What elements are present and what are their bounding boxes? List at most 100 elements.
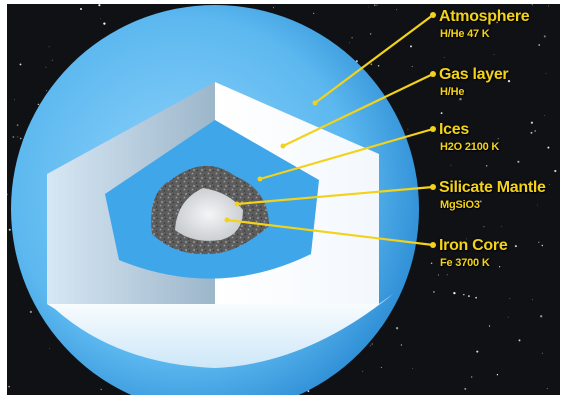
star bbox=[349, 42, 350, 44]
star bbox=[407, 128, 409, 130]
star bbox=[49, 348, 51, 349]
label-atmosphere-detail: H/He 47 K bbox=[440, 28, 490, 40]
star bbox=[369, 33, 372, 35]
star bbox=[465, 73, 467, 75]
star bbox=[479, 200, 482, 203]
label-ices: Ices bbox=[439, 121, 469, 138]
star bbox=[45, 90, 47, 92]
star bbox=[12, 136, 15, 138]
star bbox=[355, 60, 358, 63]
star bbox=[370, 63, 373, 66]
star bbox=[16, 124, 19, 126]
star bbox=[541, 244, 544, 247]
star bbox=[543, 35, 546, 38]
leader-line-silicate-mantle bbox=[236, 185, 434, 206]
star bbox=[444, 12, 446, 15]
star bbox=[19, 137, 22, 140]
leader-lines bbox=[226, 14, 434, 247]
star bbox=[432, 290, 435, 293]
star bbox=[538, 241, 540, 243]
star bbox=[103, 22, 106, 25]
star bbox=[37, 103, 40, 106]
star bbox=[544, 115, 546, 116]
star bbox=[509, 298, 511, 299]
star bbox=[370, 345, 372, 347]
star bbox=[486, 165, 488, 167]
iron-core-layer bbox=[175, 188, 243, 241]
star bbox=[273, 7, 275, 9]
star bbox=[549, 184, 550, 185]
star bbox=[400, 344, 403, 346]
star bbox=[547, 146, 550, 149]
star bbox=[463, 293, 465, 296]
star bbox=[507, 79, 511, 83]
star bbox=[538, 44, 540, 46]
star bbox=[396, 9, 398, 11]
star bbox=[374, 4, 376, 6]
star bbox=[497, 138, 499, 140]
star bbox=[45, 66, 47, 68]
label-iron-core-detail: Fe 3700 K bbox=[440, 257, 490, 269]
star bbox=[98, 4, 101, 7]
leader-line-gas-layer bbox=[282, 73, 434, 147]
star bbox=[48, 46, 50, 48]
star bbox=[545, 73, 547, 74]
star bbox=[430, 262, 433, 265]
star bbox=[493, 241, 495, 243]
star bbox=[554, 169, 557, 173]
star bbox=[498, 266, 501, 268]
star bbox=[546, 388, 548, 390]
star bbox=[19, 63, 22, 66]
star bbox=[80, 8, 82, 10]
star bbox=[475, 296, 477, 299]
star bbox=[307, 390, 310, 392]
star bbox=[29, 310, 33, 314]
star bbox=[530, 131, 533, 134]
diagram-panel: Atmosphere H/He 47 K Gas layer H/He Ices… bbox=[7, 4, 560, 395]
label-atmosphere: Atmosphere bbox=[439, 8, 530, 25]
star bbox=[437, 274, 439, 276]
star bbox=[531, 4, 533, 6]
star bbox=[532, 299, 533, 301]
star bbox=[476, 15, 478, 17]
star bbox=[446, 274, 448, 276]
star bbox=[471, 376, 473, 378]
label-ices-detail: H2O 2100 K bbox=[440, 141, 500, 153]
star bbox=[488, 325, 491, 327]
leader-dots bbox=[224, 12, 436, 248]
star bbox=[7, 193, 8, 196]
star bbox=[371, 343, 373, 345]
star bbox=[464, 387, 467, 390]
star bbox=[459, 98, 462, 101]
star bbox=[380, 366, 382, 368]
leader-line-ices bbox=[259, 127, 434, 181]
star bbox=[13, 99, 15, 101]
star bbox=[501, 225, 502, 227]
star bbox=[498, 185, 500, 187]
star bbox=[467, 295, 470, 298]
star bbox=[534, 130, 536, 132]
label-gas-layer-detail: H/He bbox=[440, 86, 465, 98]
star bbox=[351, 37, 353, 39]
star bbox=[8, 228, 11, 231]
label-iron-core: Iron Core bbox=[439, 237, 508, 254]
star bbox=[395, 327, 399, 330]
star bbox=[99, 18, 101, 19]
star bbox=[517, 160, 520, 163]
star bbox=[530, 121, 533, 124]
star bbox=[466, 238, 467, 240]
star bbox=[450, 164, 452, 166]
label-gas-layer: Gas layer bbox=[439, 66, 509, 83]
star bbox=[453, 291, 456, 295]
leader-line-atmosphere bbox=[314, 14, 434, 104]
star bbox=[541, 352, 543, 354]
star bbox=[548, 5, 549, 7]
star bbox=[496, 374, 499, 376]
star bbox=[518, 339, 521, 342]
star bbox=[537, 204, 538, 206]
star bbox=[443, 56, 445, 58]
star bbox=[514, 245, 517, 248]
star bbox=[412, 367, 414, 369]
star bbox=[496, 21, 498, 24]
